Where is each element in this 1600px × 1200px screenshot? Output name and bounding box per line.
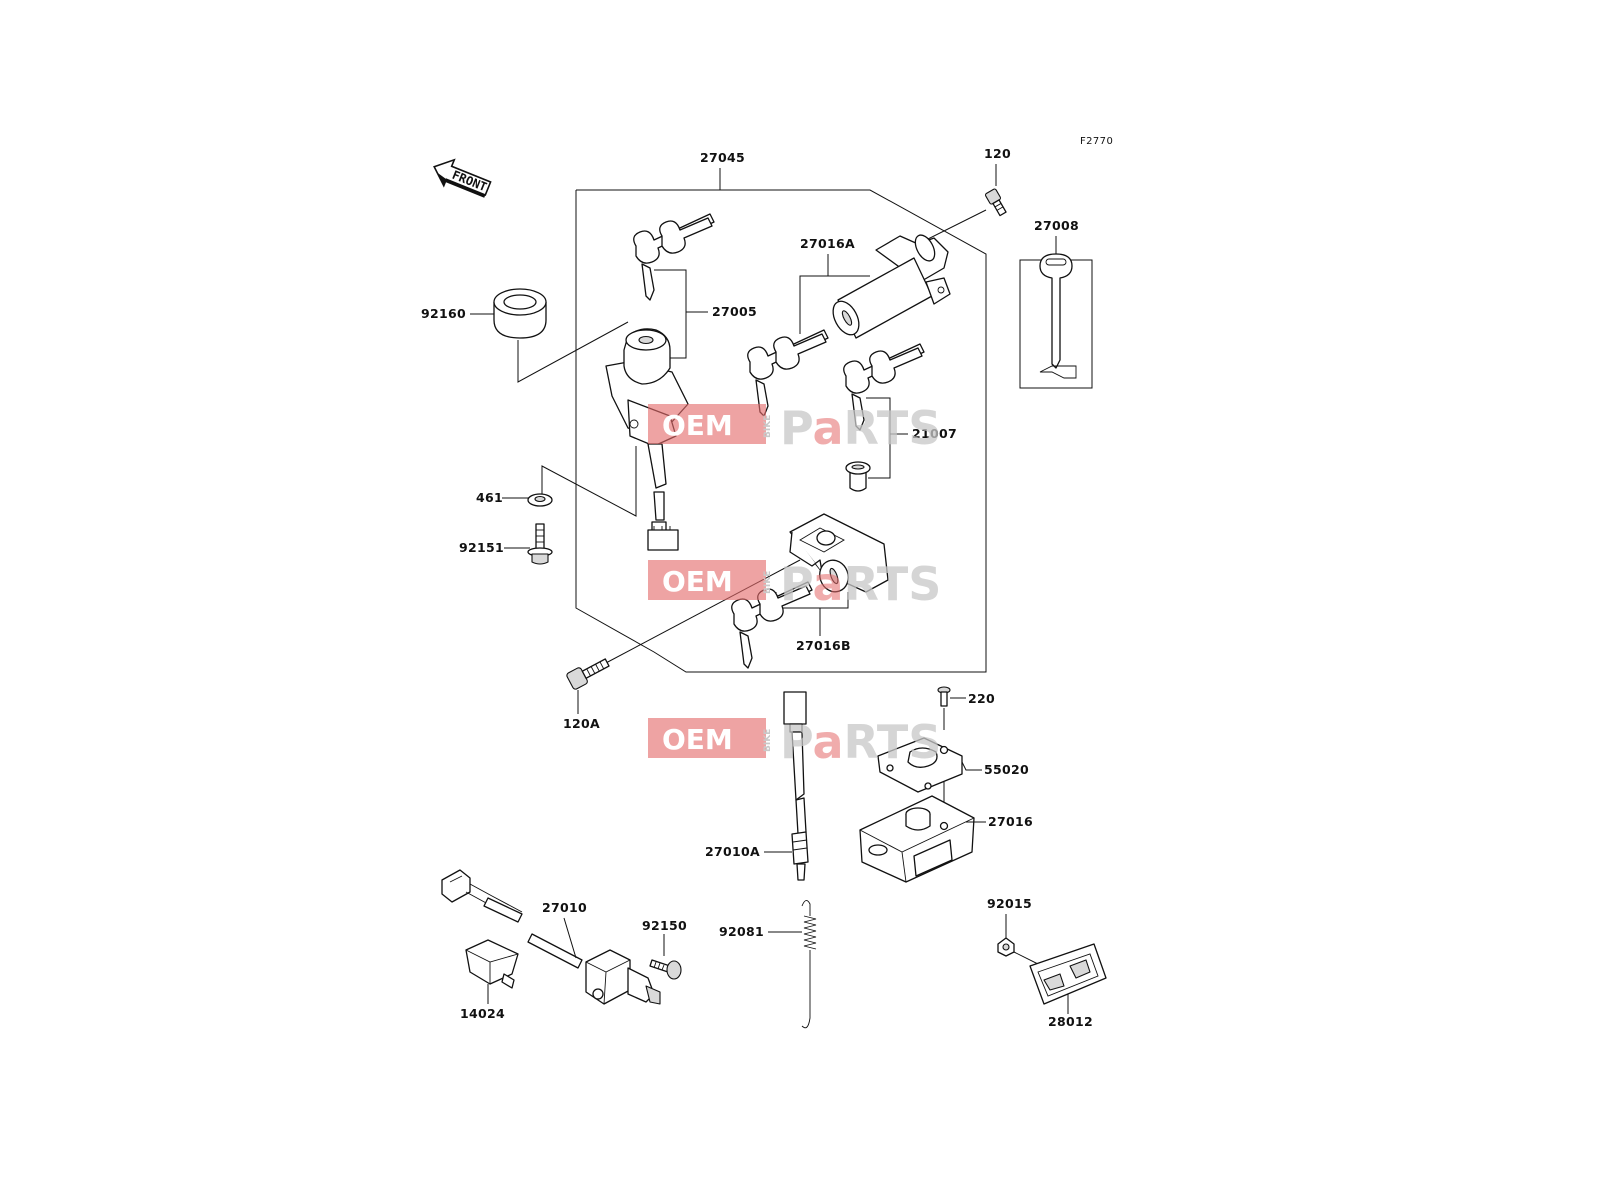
label-27016B: 27016B [796,638,851,653]
reflector-28012-icon [1029,943,1107,1005]
label-120A: 120A [563,716,600,731]
spring-92081-icon [801,900,817,1029]
watermark-2: OEM BIKE PaRTS [648,557,941,611]
label-461: 461 [476,490,503,505]
label-28012: 28012 [1048,1014,1093,1029]
label-21007: 21007 [912,426,957,441]
front-arrow-icon: FRONT [433,158,492,198]
bracket-plate-55020-icon [877,737,963,793]
key-pair-27016A-icon [747,329,829,417]
svg-text:PaRTS: PaRTS [780,557,941,611]
label-27010: 27010 [542,900,587,915]
label-92151: 92151 [459,540,504,555]
svg-text:OEM: OEM [662,409,733,442]
nut-92015-icon [997,937,1015,957]
kit-outline [575,189,987,673]
bolt-92151-icon [527,523,553,565]
switch-27016-icon [859,795,975,883]
label-27016A: 27016A [800,236,855,251]
seat-lock-27016B-icon [789,513,889,593]
ignition-wire-icon [647,443,679,551]
ignition-key-pair-icon [633,213,715,301]
watermark-3: OEM BIKE PaRTS [648,715,941,769]
key-pair-21007-icon [843,343,925,431]
screw-92150-icon [649,959,682,980]
svg-text:PaRTS: PaRTS [780,401,941,455]
label-92160: 92160 [421,306,466,321]
label-27008: 27008 [1034,218,1079,233]
label-14024: 14024 [460,1006,505,1021]
svg-text:OEM: OEM [662,565,733,598]
svg-text:BIKE: BIKE [763,415,773,438]
wire-connector-27010A-icon [783,691,809,881]
label-92081: 92081 [719,924,764,939]
screw-220-icon [937,686,951,707]
lock-cap-21007-icon [845,461,871,492]
sidestand-switch-27010-icon [585,949,661,1005]
bolt-120-icon [984,188,1007,217]
label-27005: 27005 [712,304,757,319]
cable-connector-27010-icon [441,869,523,923]
label-27010A: 27010A [705,844,760,859]
key-blank-27008-icon [1039,253,1077,379]
bolt-120A-icon [566,658,610,690]
diagram-code: F2770 [1080,136,1113,147]
label-27045: 27045 [700,150,745,165]
label-120: 120 [984,146,1011,161]
key-pair-27016B-icon [731,581,813,669]
label-92015: 92015 [987,896,1032,911]
label-92150: 92150 [642,918,687,933]
cover-14024-icon [465,939,519,989]
washer-461-icon [527,493,553,507]
label-55020: 55020 [984,762,1029,777]
cable-rod-icon [527,933,583,969]
svg-text:BIKE: BIKE [763,729,773,752]
rubber-grommet-92160-icon [493,288,547,339]
label-27016: 27016 [988,814,1033,829]
svg-text:PaRTS: PaRTS [780,715,941,769]
watermark-1: OEM BIKE PaRTS [648,401,941,455]
helmet-lock-cylinder-icon [832,234,951,339]
svg-text:BIKE: BIKE [763,571,773,594]
svg-text:OEM: OEM [662,723,733,756]
label-220: 220 [968,691,995,706]
